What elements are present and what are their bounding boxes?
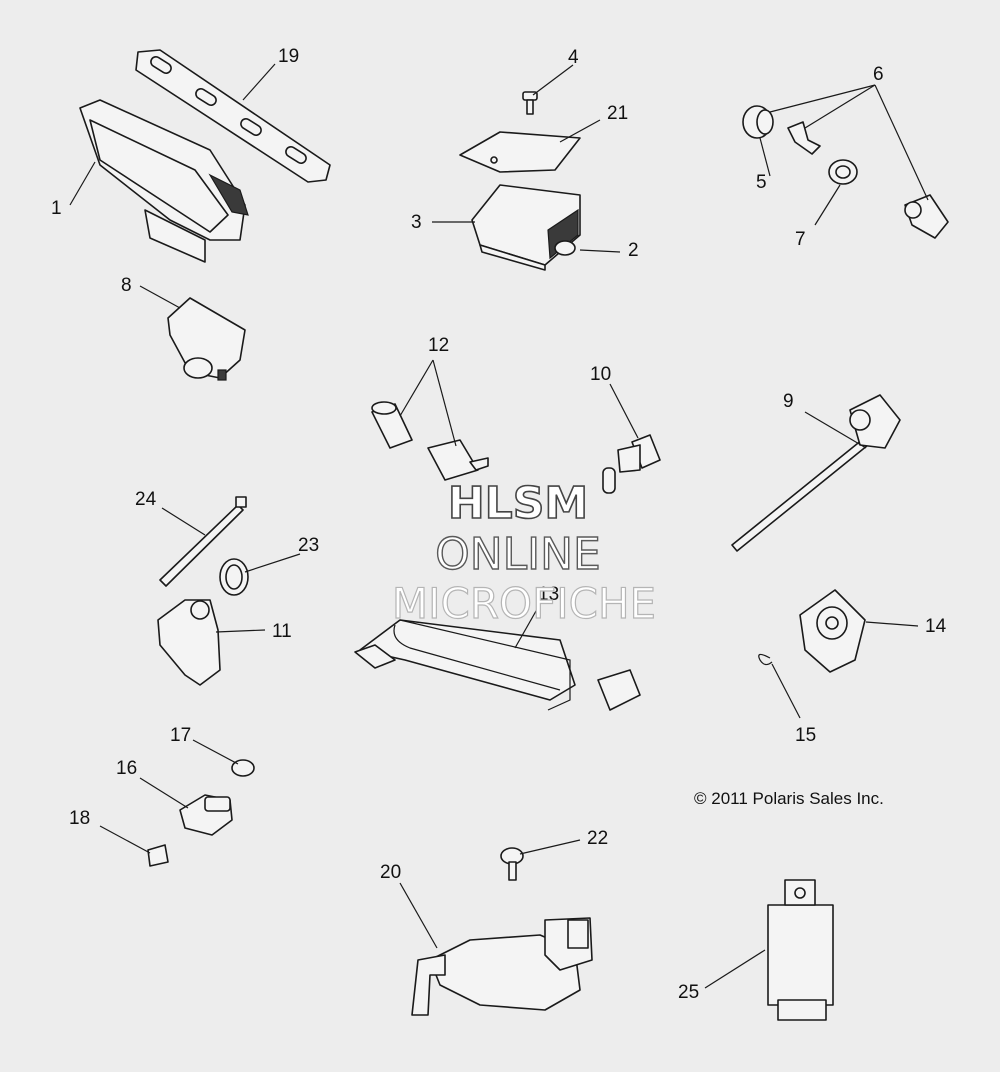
part-11-throttle-sensor[interactable]	[157, 599, 221, 686]
callout-16[interactable]: 16	[116, 758, 137, 779]
callout-20[interactable]: 20	[380, 862, 401, 883]
watermark-line-1: HLSM	[448, 478, 588, 529]
part-24-cable-tie[interactable]	[159, 496, 247, 587]
callout-12[interactable]: 12	[428, 335, 449, 356]
callout-25[interactable]: 25	[678, 982, 699, 1003]
callout-6[interactable]: 6	[873, 64, 884, 85]
callout-21[interactable]: 21	[607, 103, 628, 124]
callout-1[interactable]: 1	[51, 198, 62, 219]
part-10-temp-sensor[interactable]	[602, 434, 661, 494]
part-4-screw[interactable]	[522, 91, 538, 115]
part-25-relay[interactable]	[767, 879, 834, 1021]
watermark-line-3: MICROFICHE	[392, 579, 656, 628]
part-19-bracket-strap[interactable]	[135, 49, 331, 183]
callout-18[interactable]: 18	[69, 808, 90, 829]
part-18-bolt[interactable]	[147, 844, 169, 867]
callout-14[interactable]: 14	[925, 616, 947, 637]
part-8-map-sensor[interactable]	[167, 297, 246, 381]
part-12-fuse-b[interactable]	[427, 439, 489, 481]
part-16-speed-sensor[interactable]	[179, 794, 233, 836]
callout-2[interactable]: 2	[628, 240, 639, 261]
callout-5[interactable]: 5	[756, 172, 767, 193]
part-3-control-box[interactable]	[471, 184, 581, 271]
part-9-rod-sensor[interactable]	[731, 394, 901, 552]
callout-19[interactable]: 19	[278, 46, 299, 67]
part-12-fuse-a[interactable]	[371, 401, 413, 449]
copyright-notice: © 2011 Polaris Sales Inc.	[694, 789, 884, 808]
watermark-line-2: ONLINE	[435, 529, 601, 580]
callout-24[interactable]: 24	[135, 489, 157, 510]
callout-13[interactable]: 13	[538, 584, 559, 605]
callout-8[interactable]: 8	[121, 275, 132, 296]
part-6-sensor[interactable]	[904, 194, 949, 239]
part-1-ecu-module[interactable]	[79, 99, 249, 263]
callout-3[interactable]: 3	[411, 212, 422, 233]
leader-lines	[69, 63, 929, 989]
part-15-clip[interactable]	[758, 653, 773, 666]
part-2-plug[interactable]	[554, 240, 576, 256]
part-20-valve-assembly[interactable]	[411, 917, 593, 1016]
callout-9[interactable]: 9	[783, 391, 794, 412]
callout-7[interactable]: 7	[795, 229, 806, 250]
callout-15[interactable]: 15	[795, 725, 816, 746]
part-21-cover-plate[interactable]	[459, 131, 581, 173]
part-5-grommet[interactable]	[742, 105, 774, 139]
callout-4[interactable]: 4	[568, 47, 579, 68]
part-13-wire-harness[interactable]	[354, 619, 641, 711]
part-6-clip[interactable]	[787, 121, 821, 155]
callout-11[interactable]: 11	[272, 621, 292, 642]
callout-22[interactable]: 22	[587, 828, 608, 849]
part-7-nut[interactable]	[828, 159, 858, 185]
callout-23[interactable]: 23	[298, 535, 319, 556]
callout-17[interactable]: 17	[170, 725, 191, 746]
part-14-knock-sensor[interactable]	[799, 589, 866, 673]
part-23-o-ring[interactable]	[219, 558, 249, 596]
part-22-screw[interactable]	[500, 847, 524, 881]
callout-10[interactable]: 10	[590, 364, 611, 385]
